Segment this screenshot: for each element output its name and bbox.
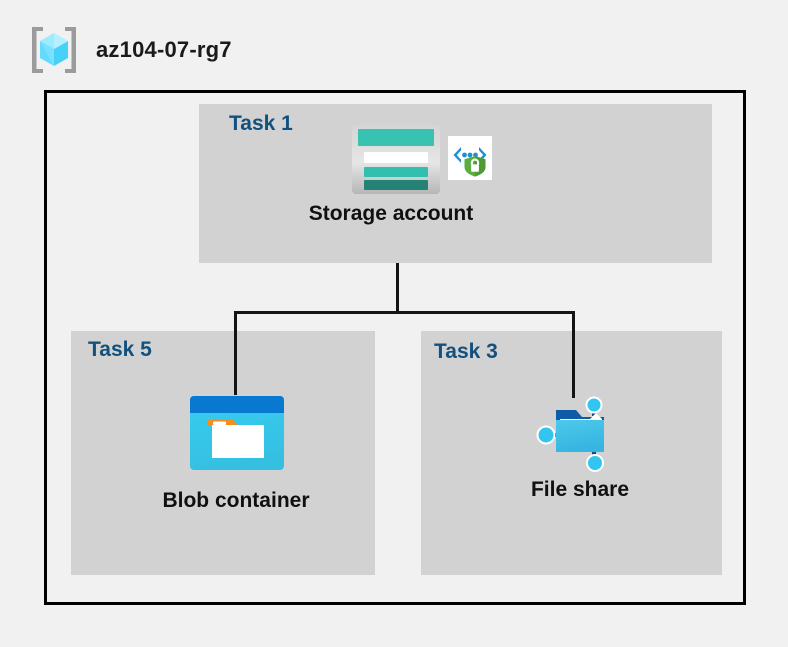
task-label-3: Task 3 [434, 340, 498, 363]
resource-group-icon-svg [32, 27, 76, 73]
resource-group-icon [28, 24, 80, 76]
connector-leg-file-share [572, 311, 575, 398]
storage-encryption-icon [448, 136, 492, 180]
panel-task-1 [199, 104, 712, 263]
blob-container-icon [190, 396, 284, 470]
storage-account-icon [352, 124, 440, 194]
storage-account-icon-svg [352, 124, 440, 194]
connector-leg-blob [234, 311, 237, 395]
file-share-icon-svg [536, 396, 604, 472]
node-label-storage-account: Storage account [308, 202, 474, 225]
node-label-file-share: File share [530, 478, 630, 501]
task-label-5: Task 5 [88, 338, 152, 361]
connector-trunk [396, 263, 399, 314]
blob-container-icon-svg [190, 396, 284, 470]
panel-task-3 [421, 331, 722, 575]
file-share-icon [532, 392, 622, 472]
node-label-blob-container: Blob container [162, 489, 310, 512]
task-label-1: Task 1 [229, 112, 293, 135]
resource-group-header: az104-07-rg7 [28, 22, 728, 78]
page-title: az104-07-rg7 [96, 37, 232, 62]
storage-encryption-icon-svg [448, 136, 492, 180]
connector-crossbar [234, 311, 575, 314]
diagram-frame [44, 90, 746, 605]
